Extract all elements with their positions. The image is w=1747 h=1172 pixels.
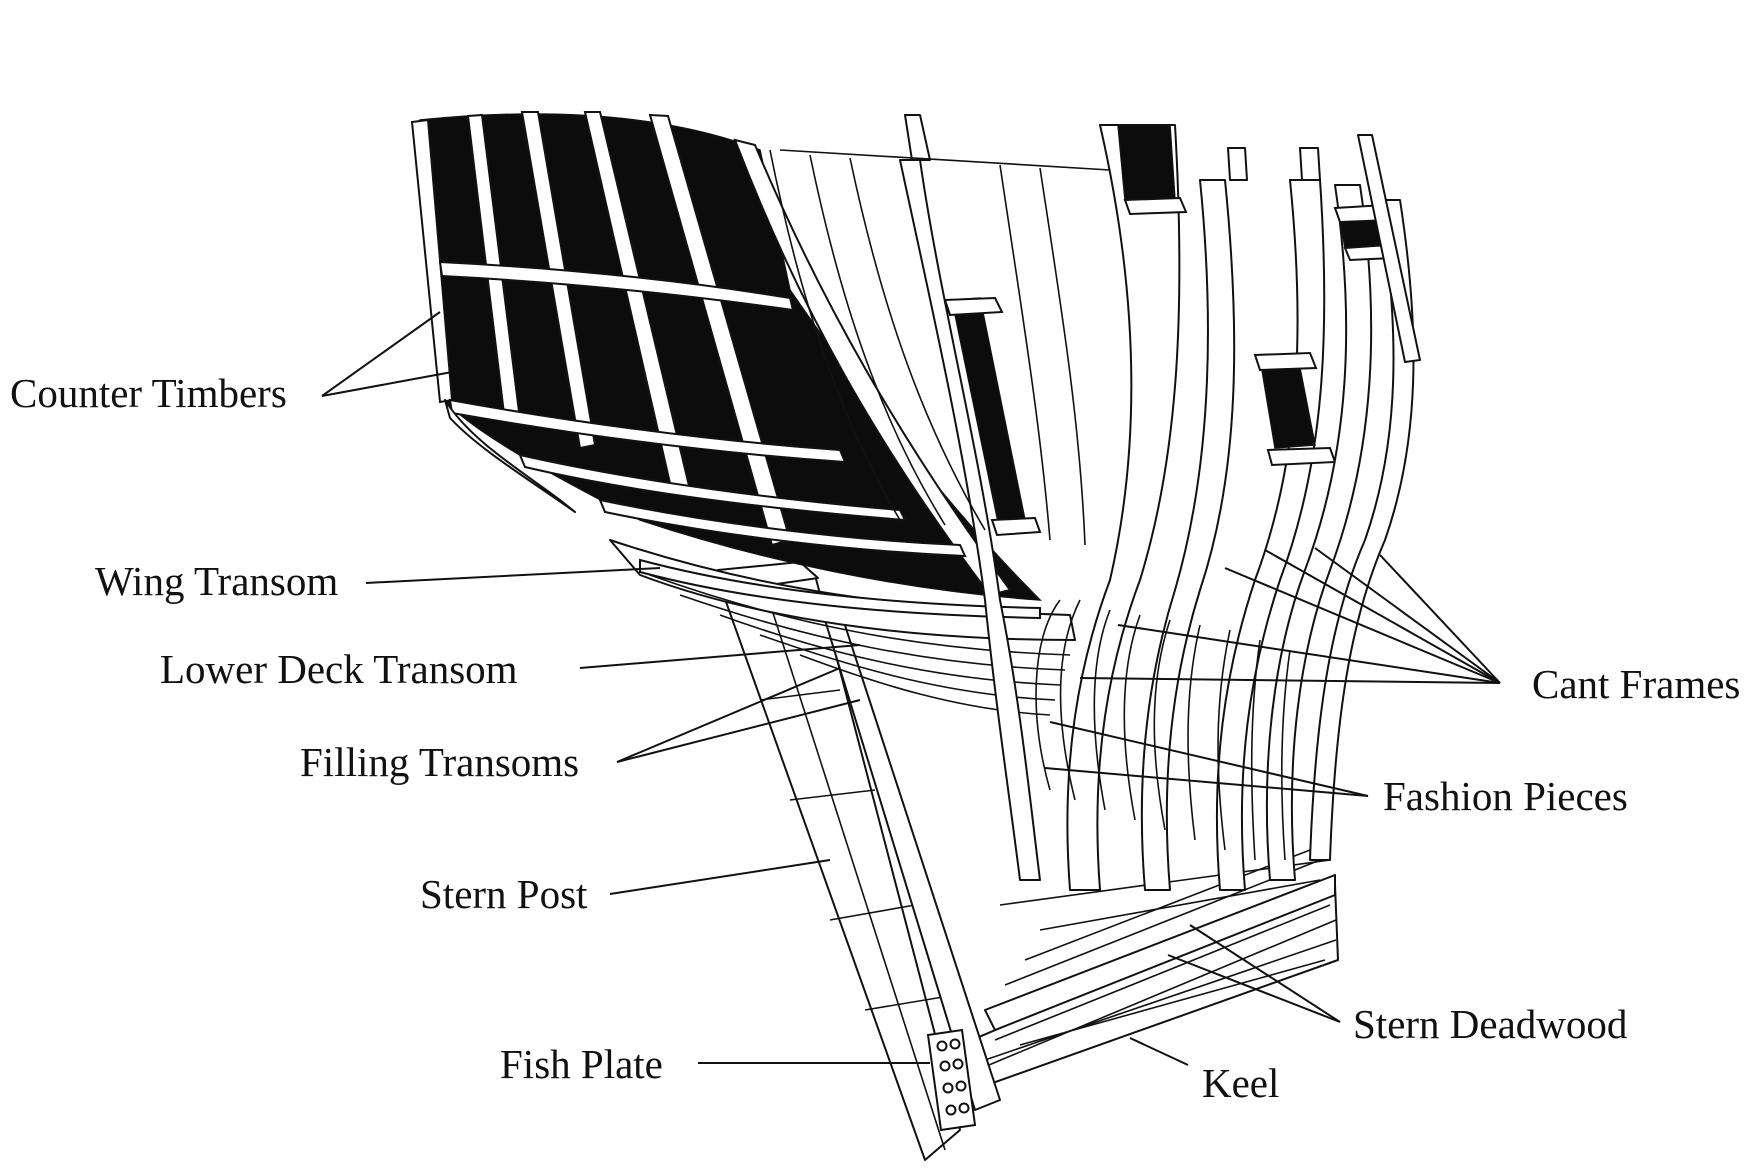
- leader-cant-frames-e: [1314, 547, 1501, 684]
- stern-structure: [410, 111, 1421, 1161]
- leader-fashion-pieces-a: [1049, 721, 1369, 797]
- label-lower-deck-transom: Lower Deck Transom: [160, 646, 518, 692]
- leader-lines: [321, 311, 1501, 1066]
- leader-fashion-pieces-b: [1044, 767, 1369, 797]
- leader-filling-transoms-a: [616, 667, 841, 763]
- cant-frames: [769, 114, 1421, 891]
- label-counter-timbers: Counter Timbers: [10, 370, 287, 416]
- leader-counter-timbers-a: [321, 311, 441, 397]
- leader-cant-frames-d: [1264, 549, 1501, 684]
- label-keel: Keel: [1202, 1060, 1279, 1106]
- label-stern-deadwood: Stern Deadwood: [1353, 1001, 1627, 1047]
- leader-filling-transoms-b: [616, 699, 861, 763]
- leader-stern-deadwood-a: [1189, 924, 1341, 1023]
- leader-lower-deck-transom: [579, 644, 861, 669]
- leader-counter-timbers-b: [321, 371, 453, 397]
- leader-keel: [1129, 1037, 1189, 1066]
- stern-deadwood-keel: [924, 849, 1339, 1101]
- leader-cant-frames-f: [1379, 554, 1501, 684]
- label-fish-plate: Fish Plate: [500, 1041, 663, 1087]
- label-fashion-pieces: Fashion Pieces: [1383, 773, 1628, 819]
- label-wing-transom: Wing Transom: [95, 558, 338, 604]
- leader-cant-frames-b: [1117, 624, 1501, 684]
- leader-wing-transom: [365, 567, 661, 584]
- leader-stern-post: [609, 859, 831, 895]
- labels: Counter Timbers Wing Transom Lower Deck …: [10, 370, 1740, 1106]
- leader-cant-frames-c: [1224, 567, 1501, 684]
- label-filling-transoms: Filling Transoms: [300, 739, 579, 785]
- fish-plate: [926, 1028, 977, 1132]
- label-cant-frames: Cant Frames: [1532, 661, 1740, 707]
- label-stern-post: Stern Post: [420, 871, 588, 917]
- leader-cant-frames-a: [1079, 677, 1501, 684]
- counter-timbers-panel: [410, 111, 1042, 620]
- leader-stern-deadwood-b: [1167, 954, 1341, 1023]
